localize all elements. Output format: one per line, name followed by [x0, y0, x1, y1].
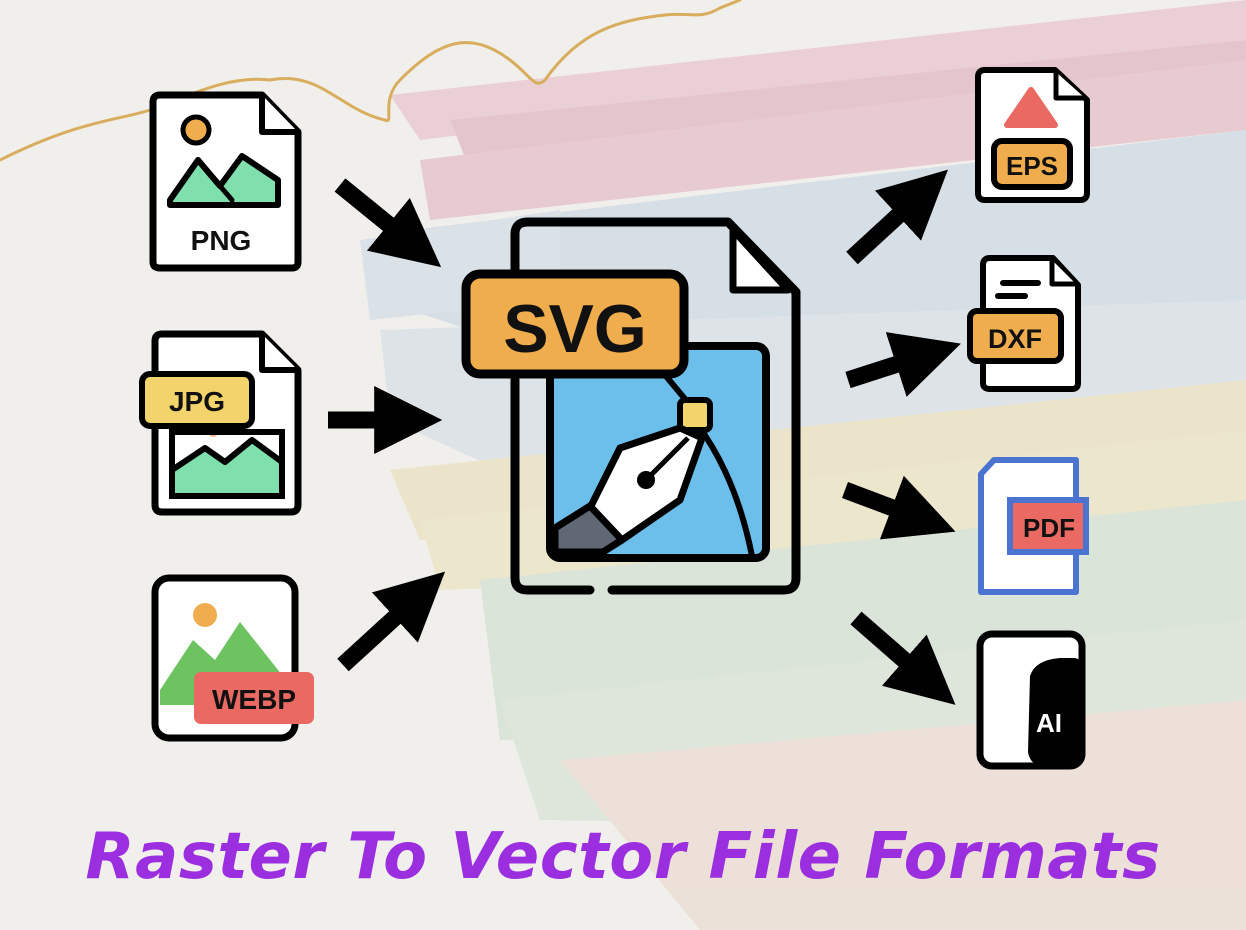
- arrow-svg-to-pdf: [842, 475, 956, 540]
- jpg-label: JPG: [169, 386, 225, 417]
- arrow-svg-to-ai: [850, 611, 956, 705]
- arrow-svg-to-dxf: [845, 332, 961, 397]
- svg-file-icon: SVG: [461, 217, 801, 595]
- pdf-file-icon: PDF: [978, 457, 1089, 595]
- input-arrows: [328, 178, 446, 672]
- arrow-webp-to-svg: [337, 571, 446, 672]
- output-arrows: [842, 169, 961, 705]
- eps-file-icon: EPS: [975, 67, 1090, 203]
- eps-label: EPS: [1006, 151, 1058, 181]
- png-file-icon: PNG: [149, 91, 302, 272]
- svg-label: SVG: [503, 291, 647, 367]
- ai-label: AI: [1036, 708, 1062, 738]
- page-title: Raster To Vector File Formats: [85, 820, 1161, 894]
- dxf-file-icon: DXF: [967, 255, 1081, 392]
- webp-label: WEBP: [212, 684, 296, 715]
- dxf-label: DXF: [988, 324, 1042, 354]
- jpg-file-icon: JPG: [139, 330, 302, 516]
- webp-file-icon: WEBP: [151, 574, 314, 742]
- arrow-png-to-svg: [334, 178, 442, 268]
- arrow-svg-to-eps: [846, 169, 949, 265]
- pdf-label: PDF: [1023, 513, 1075, 543]
- ai-file-icon: AI: [976, 630, 1086, 770]
- png-label: PNG: [191, 225, 252, 256]
